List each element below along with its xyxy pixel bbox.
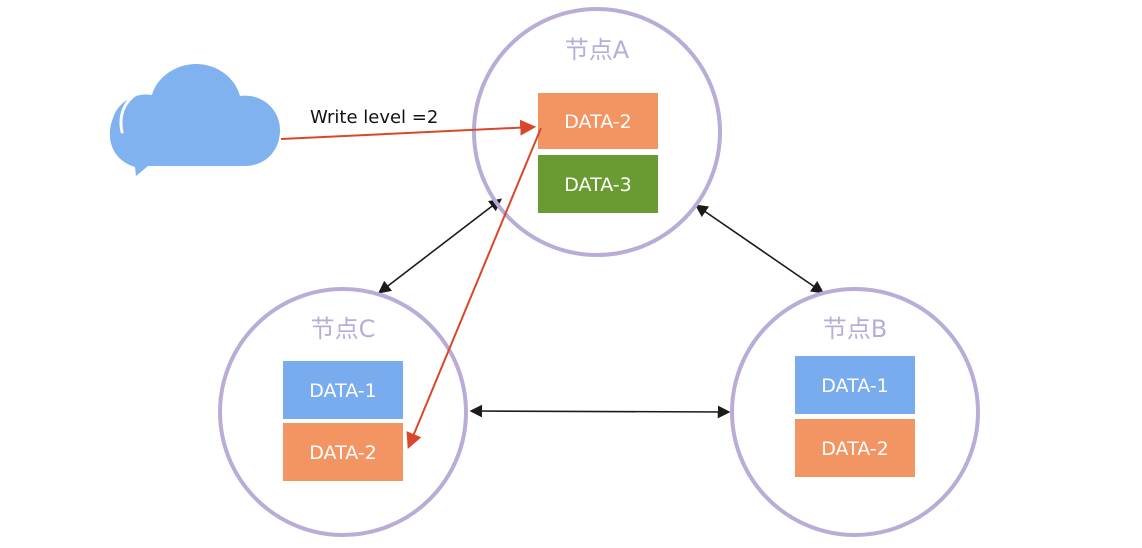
- write-label: Write level =2: [310, 107, 438, 128]
- cloud-highlight-dot: [143, 83, 149, 89]
- node-a-block-2-label: DATA-3: [564, 174, 631, 196]
- sync-arrow-a-b: [694, 204, 825, 294]
- node-a-block-2: [538, 155, 658, 213]
- cloud-icon: [109, 63, 280, 176]
- write-arrow-client-to-a: [280, 119, 537, 140]
- node-b-ring: [730, 287, 980, 537]
- node-a-block-1-label: DATA-2: [564, 111, 631, 133]
- node-b: 节点B DATA-1 DATA-2: [730, 287, 980, 537]
- node-b-block-2: [795, 419, 915, 477]
- node-c-block-1-label: DATA-1: [309, 380, 376, 402]
- node-c-block-2: [283, 423, 403, 481]
- node-b-block-1: [795, 356, 915, 414]
- node-a-ring: [472, 7, 722, 257]
- node-c: 节点C DATA-1 DATA-2: [218, 287, 468, 537]
- write-arrow-a-to-c: [406, 127, 542, 449]
- node-c-title: 节点C: [311, 315, 376, 343]
- node-c-ring: [218, 287, 468, 537]
- node-b-block-1-label: DATA-1: [821, 375, 888, 397]
- node-a: 节点A DATA-2 DATA-3: [472, 7, 722, 257]
- node-a-title: 节点A: [565, 36, 630, 64]
- node-a-block-1: [538, 93, 658, 149]
- node-c-block-2-label: DATA-2: [309, 442, 376, 464]
- sync-arrow-a-c: [377, 198, 503, 294]
- sync-arrow-c-b: [469, 404, 731, 419]
- cloud-highlight: [119, 89, 144, 134]
- node-c-block-1: [283, 361, 403, 419]
- cloud-shape: [109, 63, 280, 176]
- node-b-title: 节点B: [823, 315, 887, 343]
- node-b-block-2-label: DATA-2: [821, 438, 888, 460]
